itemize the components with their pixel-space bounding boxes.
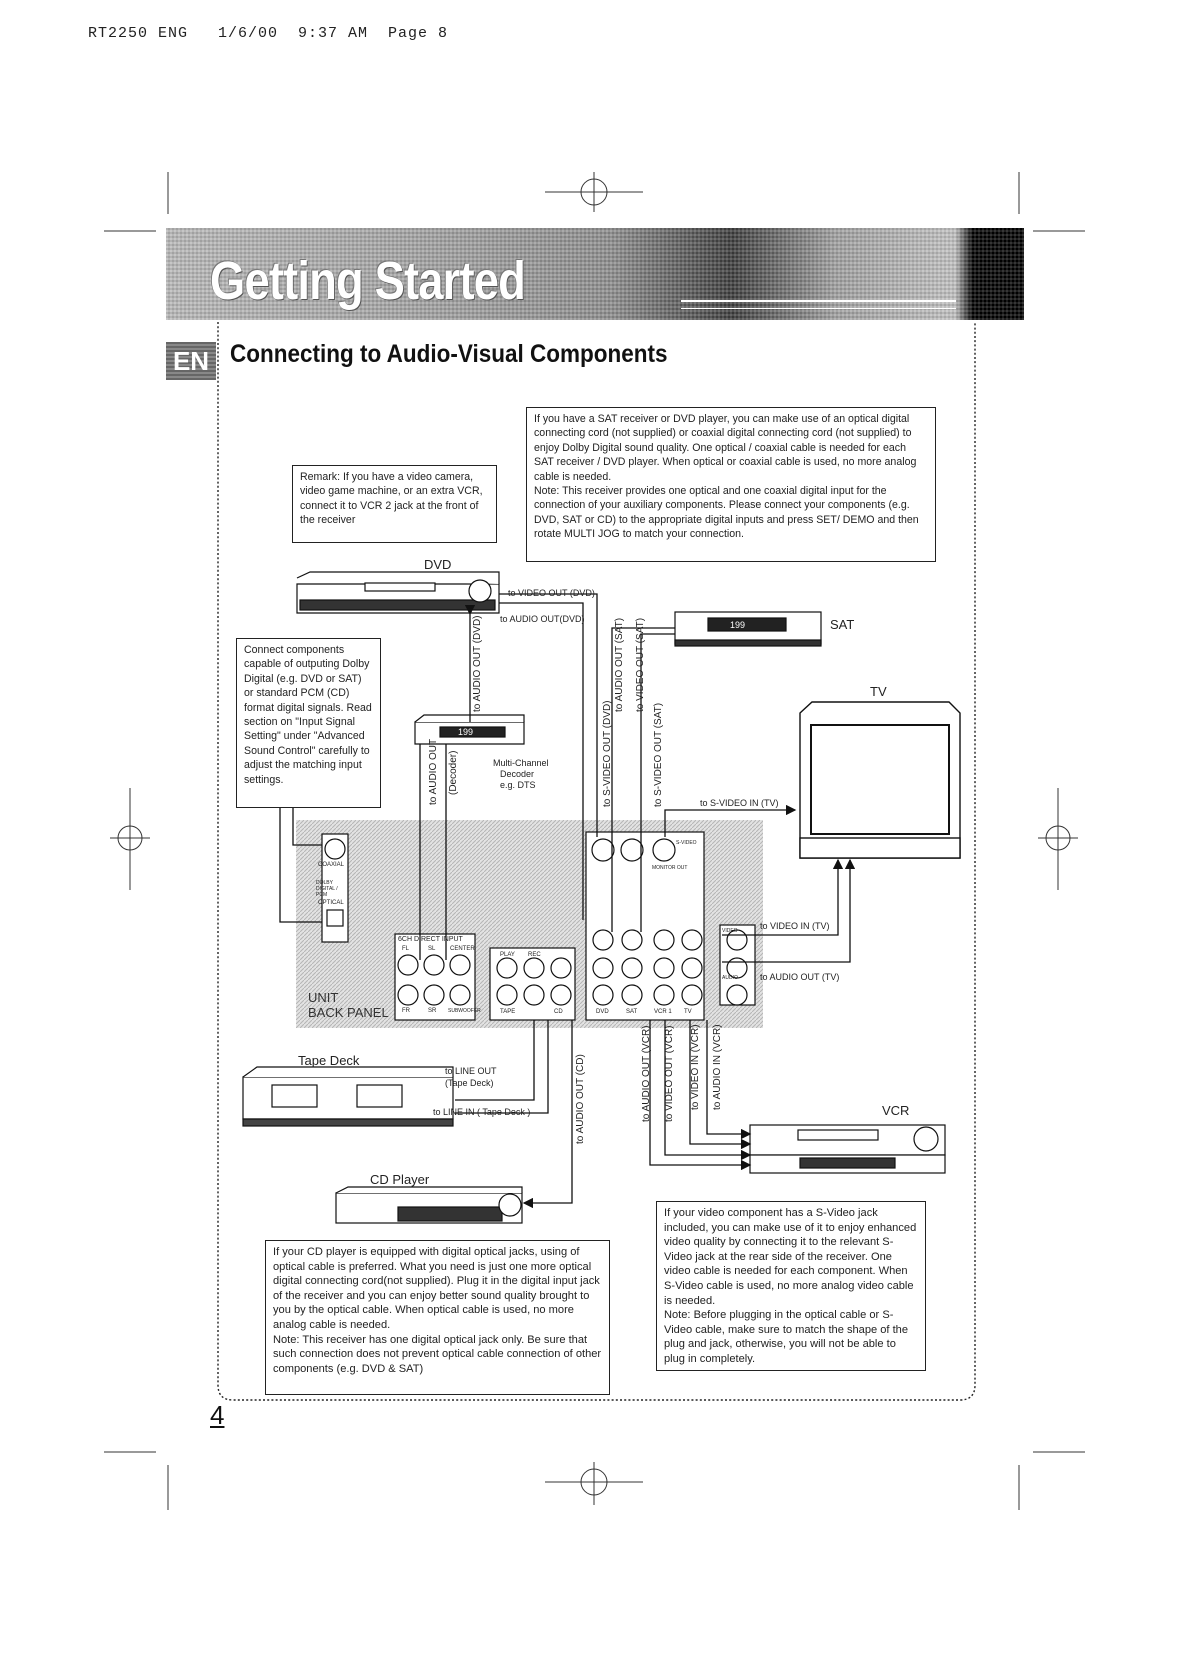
panel-label: CENTER [450,946,475,952]
cable-label: to VIDEO OUT (DVD) [508,588,595,598]
cable-label: to VIDEO OUT (VCR) [664,1025,675,1123]
tape-deck [242,1066,454,1127]
vcr [749,1124,946,1174]
cable-label: (Tape Deck) [445,1078,494,1088]
panel-label: FL [402,946,410,952]
cable-label: to AUDIO OUT [428,738,439,805]
cable-label: to VIDEO IN (VCR) [690,1024,701,1110]
panel-label: COAXIAL [318,862,345,868]
cable-label: to AUDIO OUT (VCR) [641,1025,652,1123]
tape-deck-label: Tape Deck [298,1053,360,1068]
sat-receiver [674,611,822,647]
unit-label: UNIT [308,990,339,1005]
panel-label: TAPE [500,1009,516,1015]
decoder-label: Multi-Channel [493,758,549,768]
cd-player [335,1186,523,1224]
digital-jacks [321,833,349,943]
dvd-player [296,571,500,614]
cable-label: to AUDIO OUT (SAT) [614,617,625,712]
cable-label: to S-VIDEO OUT (DVD) [602,700,613,808]
cable-label: to VIDEO OUT (SAT) [635,617,646,712]
panel-label: SR [428,1008,437,1014]
cable-label: to S-VIDEO IN (TV) [700,798,779,808]
cd-optical-note: If your CD player is equipped with digit… [265,1240,610,1395]
direct-input-block [394,933,476,1021]
panel-label: DOLBY DIGITAL / PCM [316,880,338,898]
panel-label: CD [554,1009,563,1015]
panel-label: SUBWOOFER [448,1008,481,1014]
panel-label: REC [528,952,541,958]
page-number: 4 [210,1400,225,1430]
panel-label: SAT [626,1009,638,1015]
cable-label: to AUDIO OUT (DVD) [472,615,483,713]
dvd-label: DVD [424,557,452,572]
section-title: Connecting to Audio-Visual Components [230,340,668,368]
panel-label: OPTICAL [318,900,344,906]
language-badge: EN [166,342,216,380]
cable-label: (Decoder) [448,750,459,795]
back-panel-label: BACK PANEL [308,1005,389,1020]
decoder-label: Decoder [500,769,535,779]
digital-input-note: Connect components capable of outputing … [236,638,381,808]
decoder-display: 199 [458,727,474,737]
section-banner: Getting Started [166,228,1024,320]
sat-label: SAT [830,617,855,632]
svideo-note: If your video component has a S-Video ja… [656,1201,926,1371]
tv-label: TV [870,684,887,699]
tape-cd-block [489,947,576,1021]
panel-label: TV [684,1009,692,1015]
decoder-label: e.g. DTS [500,780,536,790]
sat-dvd-note: If you have a SAT receiver or DVD player… [526,407,936,562]
panel-label: DVD [596,1009,609,1015]
cable-label: to AUDIO OUT(DVD) [500,614,585,624]
remark-note: Remark: If you have a video camera, vide… [292,465,497,543]
multichannel-decoder [414,714,525,745]
panel-label: PLAY [500,952,515,958]
tv-set [799,701,961,859]
cable-label: to AUDIO IN (VCR) [712,1024,723,1110]
cable-label: to AUDIO OUT (CD) [575,1054,586,1144]
cable-label: to LINE IN ( Tape Deck ) [433,1107,531,1117]
panel-label: SL [428,946,436,952]
cable-label: to S-VIDEO OUT (SAT) [653,702,664,807]
av-block [585,831,756,1021]
vcr-label: VCR [882,1103,910,1118]
panel-label: 6CH DIRECT INPUT [398,936,463,943]
banner-title: Getting Started [210,251,526,311]
panel-label: VIDEO [722,928,738,934]
sat-display: 199 [730,620,746,630]
cd-player-label: CD Player [370,1172,430,1187]
panel-label: S-VIDEO [676,840,697,846]
cable-label: to LINE OUT [445,1066,497,1076]
panel-label: MONITOR OUT [652,865,688,871]
panel-label: VCR 1 [654,1009,672,1015]
cable-label: to AUDIO OUT (TV) [760,972,840,982]
cable-label: to VIDEO IN (TV) [760,921,830,931]
print-header: RT2250 ENG 1/6/00 9:37 AM Page 8 [88,25,449,42]
panel-label: FR [402,1008,410,1014]
panel-label: AUDIO [722,975,738,981]
banner-stripe [681,300,956,302]
banner-stripe [681,308,956,309]
